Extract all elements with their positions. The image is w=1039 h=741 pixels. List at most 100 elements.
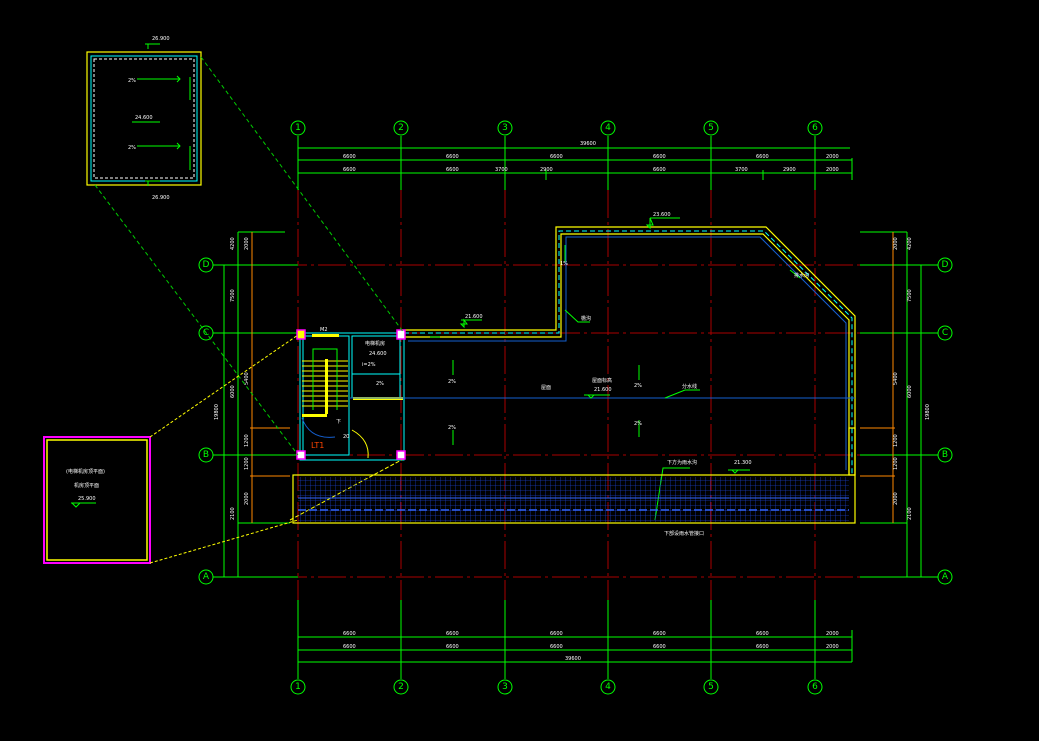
inset-elevation-bottom: 26.900: [152, 195, 170, 201]
column-axis-bubbles: 1 2 3 4 5 6 1 2 3 4 5 6: [290, 120, 823, 695]
dim-text: 6600: [550, 631, 563, 637]
door-label: M2: [320, 327, 328, 333]
dim-text: 2100: [907, 507, 913, 520]
axis-1-bottom: 1: [295, 682, 301, 692]
dim-text: 1200: [244, 457, 250, 470]
dim-text: 2000: [244, 237, 250, 250]
dim-text: 3700: [735, 167, 748, 173]
dim-text: 19800: [925, 404, 931, 420]
dim-text: 6600: [343, 167, 356, 173]
ridge-label: 分水线: [682, 383, 697, 390]
inset-elevation-mid: 24.600: [135, 115, 153, 121]
dim-text: 1200: [893, 457, 899, 470]
gutter-note: 下方为雨水沟: [667, 459, 697, 466]
parapet-elevation: 21.600: [465, 314, 483, 320]
dim-text: 6600: [446, 644, 459, 650]
axis-2-top: 2: [398, 123, 404, 133]
dim-text: 2000: [826, 167, 839, 173]
dim-text: 6600: [653, 644, 666, 650]
dim-text: 2000: [826, 644, 839, 650]
dim-text: 6600: [756, 154, 769, 160]
axis-B-left: B: [203, 450, 209, 460]
dim-text: 6600: [550, 154, 563, 160]
column-marker: [296, 450, 306, 460]
dim-text: 3700: [495, 167, 508, 173]
axis-1-top: 1: [295, 123, 301, 133]
slope-label: 2%: [448, 379, 456, 385]
gutter-strip: [292, 474, 856, 524]
dim-text: 2100: [230, 507, 236, 520]
dim-text: 2900: [783, 167, 796, 173]
dim-text: 6600: [756, 644, 769, 650]
dim-text: 7500: [230, 289, 236, 302]
dim-bottom-total: 39600: [565, 656, 581, 662]
dim-text: 2000: [893, 237, 899, 250]
top-dimensions: 39600 6600 6600 6600 6600 6600 2000 6600…: [298, 141, 853, 663]
axis-6-bottom: 6: [812, 682, 818, 692]
inset-elevation: 25.900: [78, 496, 96, 502]
dim-text: 5400: [893, 372, 899, 385]
machine-room-label: 电梯机房: [365, 340, 385, 347]
gutter-label: 排水沟: [794, 272, 809, 279]
stair-core: M2 电梯机房 24.600 i=2% 2% 下 20 LT1: [289, 327, 406, 521]
axis-A-right: A: [942, 572, 949, 582]
inset-note: (电梯机房顶平面): [66, 468, 105, 475]
axis-C-right: C: [942, 328, 948, 338]
inset-left-detail: (电梯机房顶平面) 机房顶平面 25.900: [43, 334, 299, 564]
dim-text: 2000: [826, 154, 839, 160]
slope-label: 2%: [634, 421, 642, 427]
axis-5-bottom: 5: [708, 682, 714, 692]
axis-4-top: 4: [605, 123, 611, 133]
roof-outline: [401, 226, 856, 476]
inset-title: 机房顶平面: [74, 482, 99, 489]
dim-text: 2000: [826, 631, 839, 637]
slope-label: i=2%: [362, 362, 376, 368]
dim-text: 4200: [230, 237, 236, 250]
axis-D-left: D: [203, 260, 210, 270]
dim-text: 7500: [907, 289, 913, 302]
slope-label: 2%: [376, 381, 384, 387]
axis-4-bottom: 4: [605, 682, 611, 692]
dim-text: 6000: [230, 385, 236, 398]
dim-text: 6000: [907, 385, 913, 398]
axis-3-top: 3: [502, 123, 508, 133]
slope-label: 2%: [634, 383, 642, 389]
dim-text: 5400: [244, 372, 250, 385]
slope-label: 2%: [448, 425, 456, 431]
machine-room-elevation: 24.600: [369, 351, 387, 357]
dim-top-total: 39600: [580, 141, 596, 147]
stair-label: LT1: [311, 441, 324, 450]
column-marker: [296, 329, 306, 340]
row-axis-bubbles: D C B A D C B A: [198, 257, 953, 585]
dim-text: 6600: [446, 154, 459, 160]
axis-2-bottom: 2: [398, 682, 404, 692]
dim-text: 6600: [446, 167, 459, 173]
dim-text: 19800: [214, 404, 220, 420]
slope-label: 2%: [128, 145, 136, 151]
axis-6-top: 6: [812, 123, 818, 133]
roof-elevation-title: 屋面标高: [592, 377, 612, 384]
dim-text: 6600: [653, 631, 666, 637]
dim-text: 1200: [893, 434, 899, 447]
slope-label: 2%: [128, 78, 136, 84]
column-marker: [396, 450, 406, 460]
dim-text: 6600: [343, 631, 356, 637]
inset-elevation-top: 26.900: [152, 36, 170, 42]
grid-lines: [240, 190, 905, 600]
roof-annotations: 2% 2% 2% 2% 屋面 屋面标高 21.600 分水线 23.600 21…: [350, 212, 855, 537]
dim-text: 6600: [343, 154, 356, 160]
dim-text: 6600: [653, 167, 666, 173]
edge-label: 檐沟: [581, 315, 591, 322]
axis-A-left: A: [203, 572, 210, 582]
stair-dim-label: 20: [343, 434, 349, 440]
dim-text: 1200: [244, 434, 250, 447]
side-dimensions: 19800 4200 7500 6000 2100 2000 5400 1200…: [214, 231, 931, 577]
dim-text: 2900: [540, 167, 553, 173]
roof-elevation: 21.600: [594, 387, 612, 393]
slope-label: 1%: [560, 261, 568, 267]
dim-text: 2000: [893, 492, 899, 505]
axis-D-right: D: [942, 260, 949, 270]
dim-text: 6600: [550, 644, 563, 650]
dim-text: 6600: [343, 644, 356, 650]
